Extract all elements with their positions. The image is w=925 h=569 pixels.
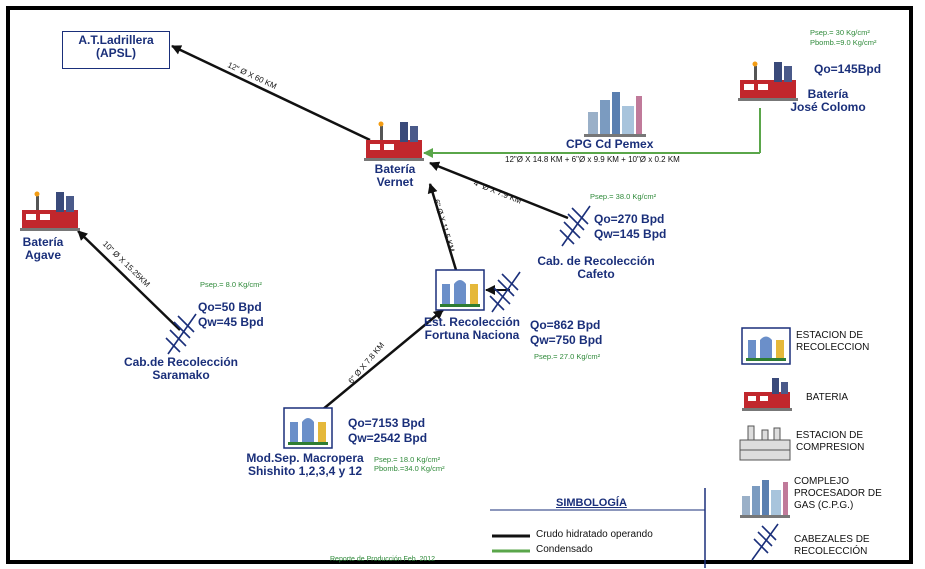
- node-cafeto-line2: Cafeto: [577, 267, 615, 281]
- legend-cpg-line2: PROCESADOR DE: [794, 488, 882, 499]
- node-vernet-line1: Batería: [374, 162, 416, 176]
- node-shishito-label: Mod.Sep. Macropera Shishito 1,2,3,4 y 12: [240, 452, 370, 478]
- pipe-cafeto-vernet: [429, 161, 569, 220]
- legend-compresion-line2: COMPRESION: [796, 442, 865, 453]
- saramako-psep: Psep.= 8.0 Kg/cm²: [200, 280, 262, 289]
- shishito-flows: Qo=7153 Bpd Qw=2542 Bpd: [348, 416, 427, 446]
- station-icon-shishito: [283, 407, 333, 449]
- node-cafeto-label: Cab. de Recolección Cafeto: [536, 255, 656, 281]
- node-fortuna-label: Est. Recolección Fortuna Naciona: [420, 316, 524, 342]
- battery-icon-vernet: [364, 121, 424, 161]
- legend-cabezales-line2: RECOLECCIÓN: [794, 546, 868, 557]
- shishito-pbomb: Pbomb.=34.0 Kg/cm²: [374, 464, 445, 473]
- header-icon-fortuna: [489, 271, 521, 313]
- shishito-psep: Psep.= 18.0 Kg/cm²: [374, 455, 441, 464]
- colomo-psep: Psep.= 30 Kg/cm²: [810, 28, 870, 37]
- node-colomo-label: Batería José Colomo: [788, 88, 868, 114]
- saramako-qw: Qw=45 Bpd: [198, 315, 264, 329]
- fortuna-qw: Qw=750 Bpd: [530, 333, 603, 347]
- fortuna-flows: Qo=862 Bpd Qw=750 Bpd: [530, 318, 602, 348]
- node-ladrillera-line2: (APSL): [96, 46, 136, 60]
- node-colomo-line1: Batería: [807, 87, 849, 101]
- node-vernet-label: Batería Vernet: [360, 163, 430, 189]
- shishito-qw: Qw=2542 Bpd: [348, 431, 428, 445]
- node-shishito-line2: Shishito 1,2,3,4 y 12: [247, 464, 363, 478]
- fortuna-qo: Qo=862 Bpd: [530, 318, 601, 332]
- cafeto-flows: Qo=270 Bpd Qw=145 Bpd: [594, 212, 666, 242]
- legend-cpg-icon: [740, 480, 790, 518]
- cpg-icon: [584, 92, 646, 137]
- cafeto-qo: Qo=270 Bpd: [594, 212, 665, 226]
- legend-estacion-line2: RECOLECCION: [796, 342, 870, 353]
- legend-compresion-label: ESTACION DE COMPRESION: [796, 430, 864, 454]
- node-saramako-line2: Saramako: [152, 368, 210, 382]
- colomo-pbomb: Pbomb.=9.0 Kg/cm²: [810, 38, 877, 47]
- header-icon-saramako: [165, 313, 197, 355]
- node-ladrillera-label: A.T.Ladrillera (APSL): [62, 34, 170, 60]
- legend-compression-icon: [739, 425, 791, 461]
- node-cpg-label: CPG Cd Pemex: [566, 137, 654, 151]
- node-agave-line2: Agave: [24, 248, 62, 262]
- pipe-saramako-agave: [77, 230, 181, 331]
- colomo-qo: Qo=145Bpd: [814, 62, 882, 76]
- node-saramako-label: Cab.de Recolección Saramako: [116, 356, 246, 382]
- node-colomo-line2: José Colomo: [790, 100, 866, 114]
- cafeto-qw: Qw=145 Bpd: [594, 227, 667, 241]
- node-saramako-line1: Cab.de Recolección: [123, 355, 239, 369]
- legend-condensado-label: Condensado: [536, 544, 593, 555]
- node-fortuna-line2: Fortuna Naciona: [424, 328, 520, 342]
- shishito-qo: Qo=7153 Bpd: [348, 416, 426, 430]
- fortuna-psep: Psep.= 27.0 Kg/cm²: [534, 352, 601, 361]
- node-agave-label: Batería Agave: [14, 236, 72, 262]
- legend-estacion-label: ESTACION DE RECOLECCION: [796, 330, 869, 354]
- pipe-shishito-fortuna: [321, 309, 444, 411]
- legend-cpg-line1: COMPLEJO: [794, 476, 850, 487]
- node-fortuna-line1: Est. Recolección: [423, 315, 521, 329]
- legend-header-icon: [751, 523, 779, 561]
- legend-station-icon: [741, 327, 791, 365]
- cafeto-psep: Psep.= 38.0 Kg/cm²: [590, 192, 657, 201]
- legend-bateria-label: BATERIA: [806, 392, 849, 403]
- node-cafeto-line1: Cab. de Recolección: [537, 254, 655, 268]
- footer-report: Reporte de Producción Feb. 2012: [330, 556, 436, 563]
- legend-compresion-line1: ESTACION DE: [796, 430, 864, 441]
- legend-cpg-line3: GAS (C.P.G.): [794, 500, 854, 511]
- legend-estacion-line1: ESTACION DE: [796, 330, 864, 341]
- legend-title: SIMBOLOGÍA: [556, 497, 627, 509]
- node-box-ladrillera: [62, 31, 170, 69]
- legend-cabezales-label: CABEZALES DE RECOLECCIÓN: [794, 534, 870, 558]
- legend-crudo-label: Crudo hidratado operando: [536, 529, 653, 540]
- legend-cpg-label: COMPLEJO PROCESADOR DE GAS (C.P.G.): [794, 476, 882, 512]
- pipe-fortuna-vernet: [427, 183, 458, 271]
- pipe-vernet-ladrillera: [171, 44, 371, 142]
- battery-icon-agave: [20, 191, 80, 231]
- legend-cabezales-line1: CABEZALES DE: [794, 534, 870, 545]
- saramako-flows: Qo=50 Bpd Qw=45 Bpd: [198, 300, 264, 330]
- station-icon-fortuna: [435, 269, 485, 311]
- header-icon-cafeto: [559, 205, 591, 247]
- node-agave-line1: Batería: [22, 235, 64, 249]
- saramako-qo: Qo=50 Bpd: [198, 300, 262, 314]
- node-shishito-line1: Mod.Sep. Macropera: [246, 451, 364, 465]
- pipe-label-cpg-vernet: 12"Ø X 14.8 KM + 6"Ø x 9.9 KM + 10"Ø x 0…: [505, 155, 680, 164]
- legend-battery-icon: [742, 378, 792, 411]
- diagram-frame: [6, 6, 913, 564]
- node-vernet-line2: Vernet: [376, 175, 414, 189]
- node-ladrillera-line1: A.T.Ladrillera: [78, 33, 154, 47]
- battery-icon-colomo: [738, 61, 798, 101]
